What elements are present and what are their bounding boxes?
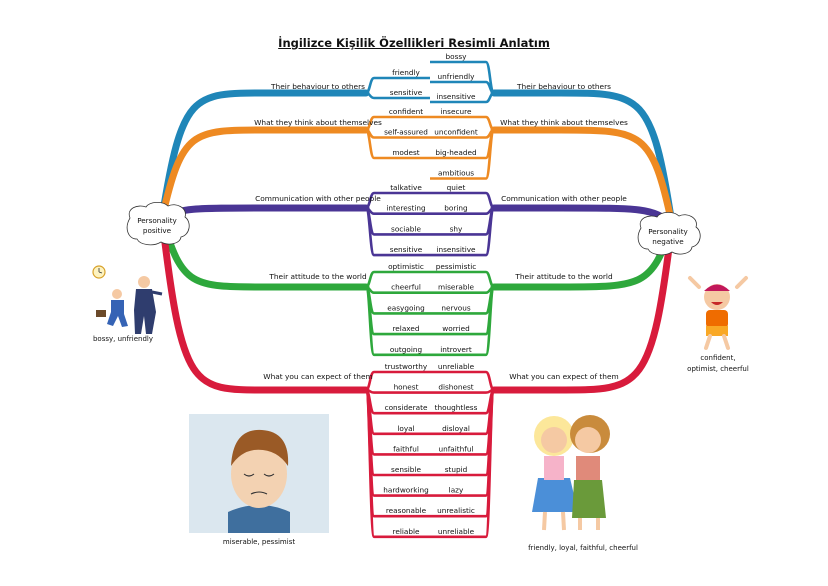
- communication-negative-word: quiet: [447, 183, 466, 192]
- attitude-negative-word: pessimistic: [436, 262, 477, 271]
- attitude-negative-word: nervous: [441, 303, 471, 312]
- expect-left-branch: [158, 214, 370, 394]
- expect-negative-word: unreliable: [438, 362, 475, 371]
- behaviour-label-right: Their behaviour to others: [516, 82, 611, 91]
- positive-bubble: Personality positive: [126, 201, 190, 246]
- expect-positive-word: sensible: [391, 465, 421, 474]
- attitude-positive-underline: [364, 285, 430, 357]
- behaviour-right-branch: [490, 89, 676, 228]
- communication-negative-underline: [430, 206, 496, 257]
- communication-positive-word: sensitive: [390, 245, 423, 254]
- attitude-negative-word: worried: [442, 324, 469, 333]
- behaviour-negative-word: insensitive: [436, 92, 476, 101]
- behaviour-positive-underline: [365, 91, 430, 100]
- expect-positive-word: reliable: [392, 527, 420, 536]
- expect-positive-underline: [364, 388, 430, 539]
- attitude-label-right: Their attitude to the world: [514, 272, 613, 281]
- think-negative-word: big-headed: [435, 148, 476, 157]
- think-positive-word: modest: [392, 148, 419, 157]
- communication-left-branch: [158, 204, 370, 222]
- kid-caption-line2: optimist, cheerful: [687, 365, 749, 373]
- page-title: İngilizce Kişilik Özellikleri Resimli An…: [278, 36, 550, 50]
- behaviour-left-branch: [158, 89, 370, 222]
- communication-positive-underline: [364, 206, 430, 257]
- behaviour-positive-word: sensitive: [390, 88, 423, 97]
- attitude-positive-word: cheerful: [391, 283, 421, 292]
- word-labels: Their behaviour to others Their behaviour…: [254, 52, 628, 536]
- expect-label-right: What you can expect of them: [509, 372, 618, 381]
- communication-label-left: Communication with other people: [255, 194, 381, 203]
- communication-positive-word: talkative: [390, 183, 422, 192]
- expect-negative-word: lazy: [449, 486, 464, 495]
- expect-negative-underline: [430, 388, 496, 539]
- kid-caption-line1: confident,: [700, 354, 735, 362]
- attitude-positive-word: relaxed: [392, 324, 419, 333]
- expect-negative-word: unfaithful: [438, 444, 473, 453]
- behaviour-negative-underline: [430, 91, 495, 104]
- think-label-left: What they think about themselves: [254, 118, 382, 127]
- attitude-negative-word: miserable: [438, 283, 475, 292]
- think-negative-word: ambitious: [438, 169, 474, 178]
- communication-negative-word: boring: [444, 204, 467, 213]
- expect-positive-word: considerate: [385, 403, 428, 412]
- behaviour-label-left: Their behaviour to others: [270, 82, 365, 91]
- expect-positive-word: hardworking: [383, 486, 429, 495]
- expect-positive-word: trustworthy: [385, 362, 428, 371]
- businessmen-caption: bossy, unfriendly: [93, 335, 153, 343]
- think-negative-underline: [430, 128, 496, 180]
- think-left-branch: [158, 126, 370, 222]
- expect-negative-word: thoughtless: [435, 403, 478, 412]
- attitude-positive-word: outgoing: [390, 345, 422, 354]
- attitude-positive-word: optimistic: [388, 262, 424, 271]
- think-positive-word: self-assured: [384, 128, 428, 137]
- attitude-negative-word: introvert: [440, 345, 472, 354]
- behaviour-negative-word: bossy: [445, 52, 467, 61]
- businessmen-arguing-illustration: bossy, unfriendly: [92, 265, 163, 343]
- communication-label-right: Communication with other people: [501, 194, 627, 203]
- negative-bubble-line1: Personality: [648, 227, 688, 236]
- communication-positive-word: sociable: [391, 224, 421, 233]
- expect-positive-word: reasonable: [386, 506, 427, 515]
- expect-negative-word: disloyal: [442, 424, 470, 433]
- negative-bubble-line2: negative: [652, 237, 684, 246]
- negative-bubble: Personality negative: [637, 211, 701, 256]
- expect-label-left: What you can expect of them: [263, 372, 372, 381]
- expect-right-branch: [490, 220, 676, 394]
- attitude-label-left: Their attitude to the world: [268, 272, 367, 281]
- positive-bubble-line1: Personality: [137, 216, 177, 225]
- positive-bubble-line2: positive: [143, 226, 172, 235]
- think-right-branch: [490, 126, 676, 228]
- girls-caption: friendly, loyal, faithful, cheerful: [528, 544, 638, 552]
- expect-positive-word: honest: [394, 383, 419, 392]
- expect-negative-word: unrealistic: [437, 506, 475, 515]
- think-label-right: What they think about themselves: [500, 118, 628, 127]
- behaviour-positive-word: friendly: [392, 68, 420, 77]
- think-negative-word: unconfident: [434, 128, 478, 137]
- think-negative-word: insecure: [441, 107, 472, 116]
- attitude-negative-underline: [430, 285, 496, 357]
- sad-boy-illustration: miserable, pessimist: [189, 414, 329, 546]
- hugging-girls-illustration: friendly, loyal, faithful, cheerful: [528, 415, 638, 552]
- expect-negative-word: stupid: [445, 465, 468, 474]
- think-positive-word: confident: [389, 107, 423, 116]
- communication-negative-word: insensitive: [436, 245, 476, 254]
- communication-negative-word: shy: [450, 224, 463, 233]
- attitude-positive-word: easygoing: [387, 303, 424, 312]
- expect-positive-word: faithful: [393, 444, 419, 453]
- expect-negative-word: dishonest: [438, 383, 473, 392]
- behaviour-negative-word: unfriendly: [438, 72, 476, 81]
- communication-positive-word: interesting: [386, 204, 425, 213]
- think-positive-underline: [364, 128, 430, 160]
- expect-positive-word: loyal: [397, 424, 414, 433]
- expect-negative-word: unreliable: [438, 527, 475, 536]
- jumping-kid-illustration: confident, optimist, cheerful: [687, 276, 749, 373]
- sad-boy-caption: miserable, pessimist: [223, 538, 295, 546]
